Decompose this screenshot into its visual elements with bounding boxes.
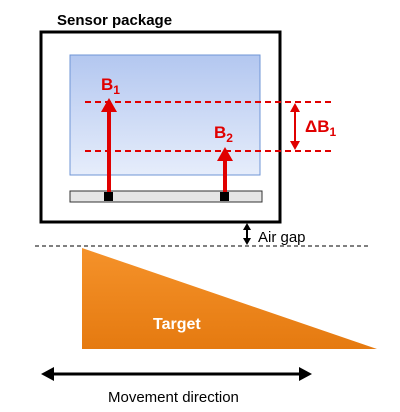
- target-wedge: [82, 248, 377, 349]
- movement-arrowhead-right: [299, 367, 312, 381]
- movement-arrowhead-left: [41, 367, 54, 381]
- b1-label: B1: [101, 75, 120, 97]
- b1-arrowhead: [101, 98, 117, 112]
- delta-arrowhead-top: [290, 103, 300, 112]
- air-gap-label: Air gap: [258, 229, 306, 246]
- air-gap-arrowhead-bottom: [243, 238, 251, 245]
- delta-b1-label: ΔB1: [305, 117, 337, 139]
- substrate-bar: [69, 190, 263, 203]
- hall-element-2: [220, 192, 229, 201]
- target-label: Target: [153, 316, 201, 333]
- movement-direction-label: Movement direction: [108, 389, 239, 406]
- sensor-element: [69, 54, 261, 176]
- delta-arrowhead-bottom: [290, 141, 300, 150]
- b2-label: B2: [214, 123, 233, 145]
- hall-element-1: [104, 192, 113, 201]
- sensor-package-title: Sensor package: [57, 12, 172, 29]
- b2-arrowhead: [217, 147, 233, 161]
- air-gap-arrowhead-top: [243, 223, 251, 230]
